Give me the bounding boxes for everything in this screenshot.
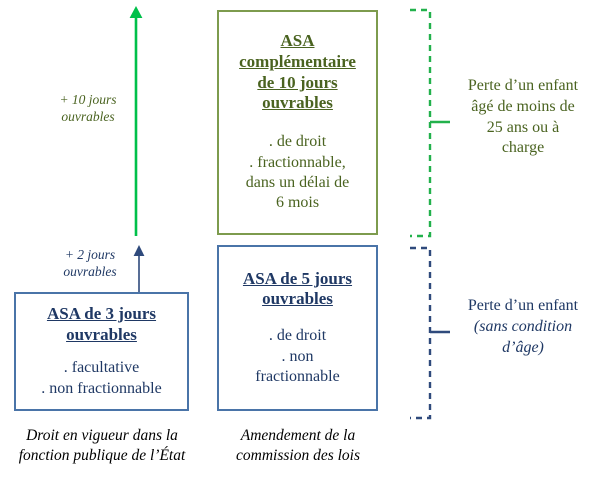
note-line-1: Perte d’un enfant (467, 77, 579, 94)
green-dashed-bracket (410, 8, 450, 238)
title-line-1: ASA de 3 jours (46, 303, 157, 323)
title-line-4: ouvrables (262, 93, 333, 113)
caption-droit-en-vigueur: Droit en vigueur dans la fonction publiq… (2, 426, 202, 466)
body-line-3: fractionnable (255, 367, 340, 385)
note-line-1: Perte d’un enfant (467, 297, 579, 314)
caption-amendement-commission: Amendement de la commission des lois (210, 426, 386, 466)
note-line-2: âgé de moins de (471, 97, 575, 115)
caption-line-1: Droit en vigueur dans la (26, 427, 178, 444)
green-arrow-label-line1: + 10 jours (59, 92, 117, 107)
box-asa-3-jours-body: . facultative . non fractionnable (39, 358, 163, 399)
body-line-3: dans un délai de (245, 173, 350, 191)
body-line-2: . non fractionnable (41, 379, 162, 397)
blue-arrow-label: + 2 jours ouvrables (40, 247, 140, 281)
body-line-2: . non (281, 347, 314, 365)
blue-arrow-label-line1: + 2 jours (64, 247, 116, 262)
box-asa-5-jours-body: . de droit . non fractionnable (249, 326, 345, 387)
box-asa-complementaire-title: ASA complémentaire de 10 jours ouvrables (233, 31, 362, 114)
blue-dashed-bracket (410, 246, 450, 420)
blue-up-arrow-icon (133, 245, 145, 292)
title-line-1: ASA de 5 jours (242, 268, 353, 288)
body-line-1: . facultative (63, 359, 140, 377)
note-line-3: 25 ans ou à (486, 118, 560, 136)
title-line-2: ouvrables (66, 324, 137, 344)
box-asa-5-jours: ASA de 5 jours ouvrables . de droit . no… (217, 245, 378, 411)
box-asa-complementaire-body: . de droit . fractionnable, dans un déla… (240, 132, 356, 214)
blue-arrow-label-line2: ouvrables (63, 263, 117, 279)
title-line-2: complémentaire (239, 51, 356, 71)
green-arrow-label-line2: ouvrables (61, 108, 115, 124)
body-line-1: . de droit (268, 133, 327, 151)
annotation-perte-enfant-age: Perte d’un enfant âgé de moins de 25 ans… (448, 76, 598, 159)
note-line-3: d’âge) (502, 338, 544, 356)
body-line-4: 6 mois (275, 194, 320, 212)
title-line-1: ASA (280, 31, 315, 51)
caption-line-2: commission des lois (236, 447, 360, 465)
note-line-2: (sans condition (473, 317, 573, 335)
box-asa-5-jours-title: ASA de 5 jours ouvrables (237, 269, 358, 310)
caption-line-1: Amendement de la (240, 427, 356, 444)
box-asa-3-jours: ASA de 3 jours ouvrables . facultative .… (14, 292, 189, 411)
box-asa-complementaire: ASA complémentaire de 10 jours ouvrables… (217, 10, 378, 235)
green-up-arrow-icon (129, 6, 143, 236)
body-line-2: . fractionnable, (249, 153, 346, 171)
box-asa-3-jours-title: ASA de 3 jours ouvrables (41, 304, 162, 345)
caption-line-2: fonction publique de l’État (18, 447, 186, 465)
note-line-4: charge (501, 139, 545, 157)
title-line-2: ouvrables (262, 289, 333, 309)
body-line-1: . de droit (268, 327, 327, 345)
annotation-perte-enfant-sans-condition: Perte d’un enfant (sans condition d’âge) (448, 296, 598, 358)
title-line-3: de 10 jours (257, 72, 338, 92)
green-arrow-label: + 10 jours ouvrables (36, 92, 140, 126)
